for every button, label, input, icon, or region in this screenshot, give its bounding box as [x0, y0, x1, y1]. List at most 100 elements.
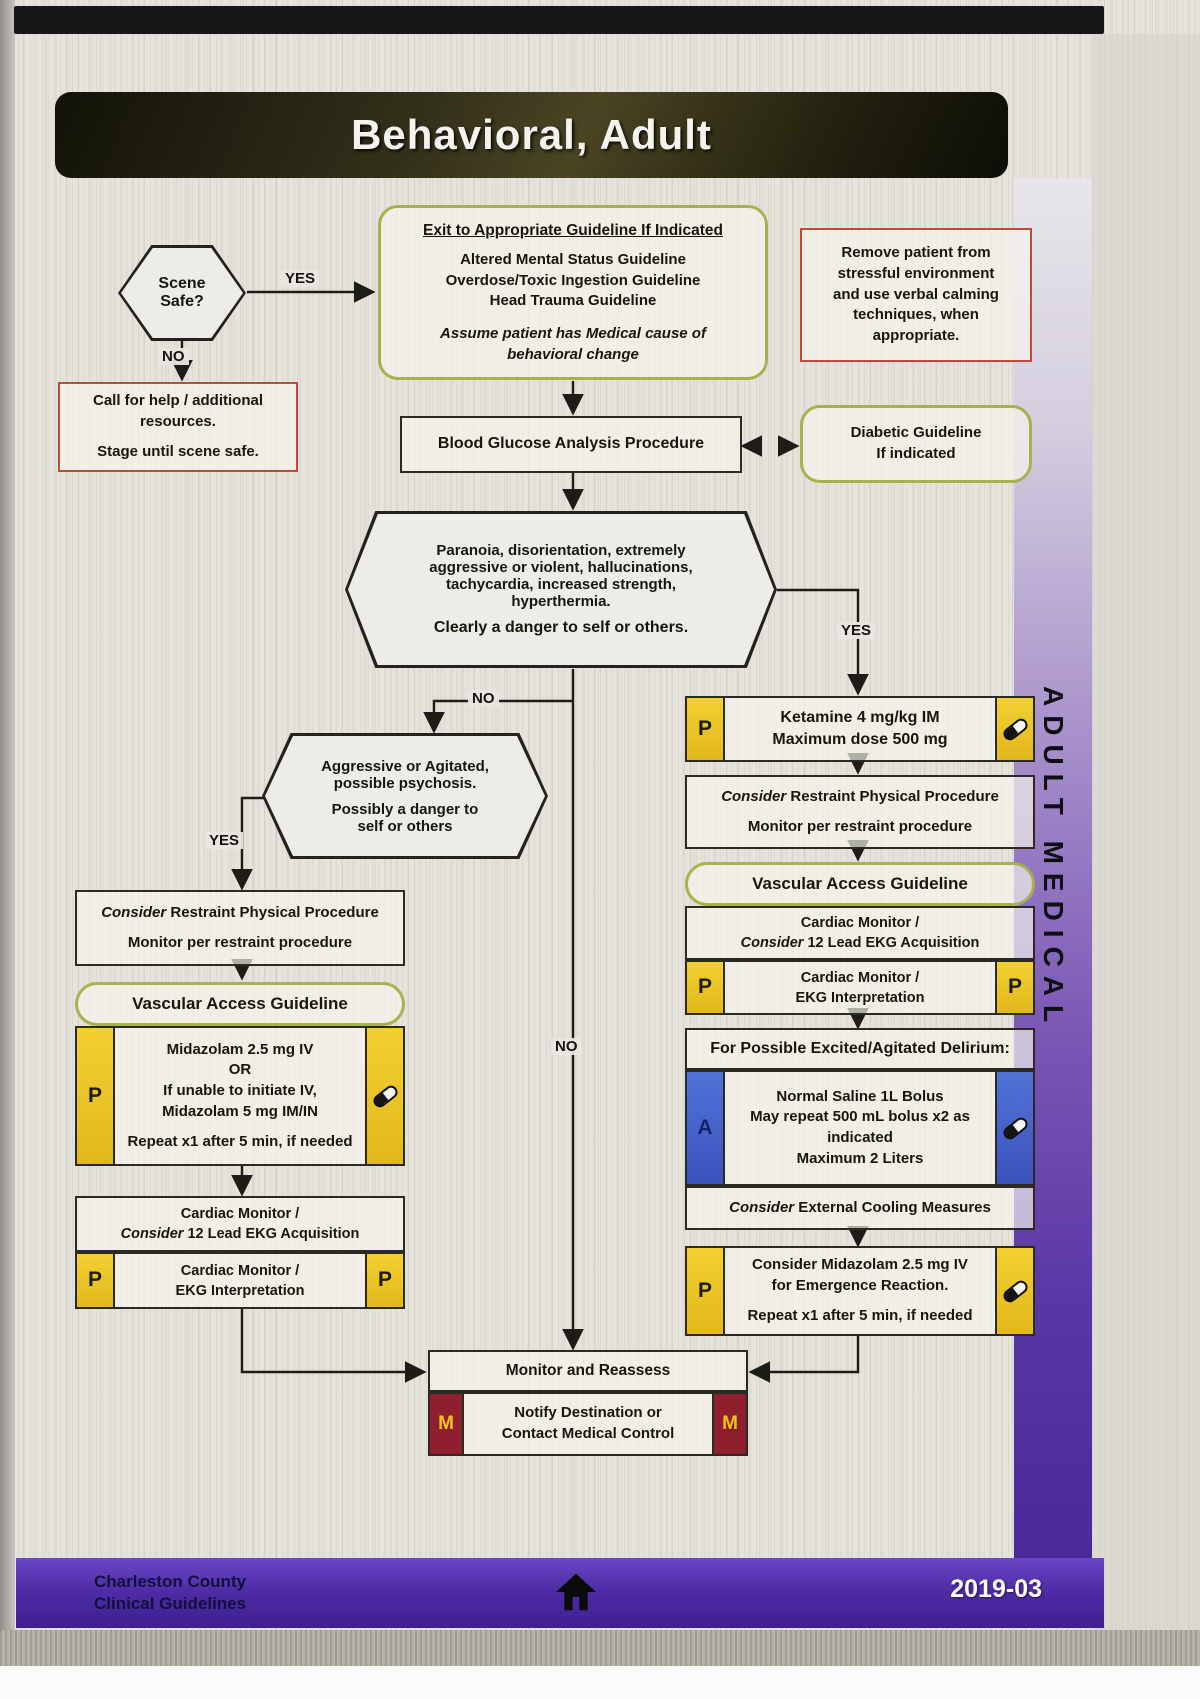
badge-letter-m: M	[722, 1412, 738, 1434]
diabetic-line: Diabetic Guideline	[850, 424, 982, 442]
midazolam-line: OR	[228, 1061, 252, 1079]
call-line: resources.	[140, 413, 216, 431]
diabetic-line: If indicated	[876, 445, 956, 462]
scene-line: Scene	[158, 275, 206, 292]
blood-glucose-label: Blood Glucose Analysis Procedure	[437, 435, 705, 453]
box-normal-saline: A Normal Saline 1L Bolus May repeat 500 …	[685, 1070, 1035, 1186]
scan-white-band	[0, 1666, 1200, 1699]
remove-line: stressful environment	[837, 264, 995, 282]
edge-label-danger-no: NO	[468, 690, 499, 707]
scan-left-edge	[0, 0, 15, 1665]
midazolam-line: Midazolam 5 mg IM/IN	[162, 1102, 318, 1120]
cardiac-line: Cardiac Monitor /	[180, 1206, 300, 1222]
badge-letter-a: A	[697, 1115, 713, 1139]
decision-danger: Paranoia, disorientation, extremely aggr…	[345, 511, 777, 668]
saline-line: Maximum 2 Liters	[796, 1149, 924, 1167]
pill-icon	[1000, 1277, 1030, 1305]
vascular-label: Vascular Access Guideline	[132, 994, 348, 1014]
notify-line: Notify Destination or	[514, 1404, 662, 1422]
section-sidebar-label: ADULT MEDICAL	[1038, 686, 1069, 1032]
badge-letter-p: P	[87, 1083, 102, 1107]
edge-label-agitated-no: NO	[551, 1038, 582, 1055]
remove-line: Remove patient from	[841, 244, 991, 262]
agitated-line: Aggressive or Agitated,	[321, 757, 489, 775]
cooling-line: Consider External Cooling Measures	[729, 1198, 991, 1219]
emergence-line: Repeat x1 after 5 min, if needed	[747, 1306, 973, 1324]
ekg-body: Cardiac Monitor / EKG Interpretation	[115, 1254, 365, 1307]
restraint-rest: Restraint Physical Procedure	[786, 787, 999, 805]
hexagon-body: Scene Safe?	[121, 248, 243, 338]
ekg-line: Cardiac Monitor /	[800, 969, 920, 986]
exit-line: Altered Mental Status Guideline	[460, 250, 686, 268]
restraint-consider: Consider	[721, 787, 787, 805]
notify-body: Notify Destination or Contact Medical Co…	[464, 1394, 712, 1454]
saline-line: indicated	[827, 1129, 893, 1146]
ketamine-line: Ketamine 4 mg/kg IM	[780, 708, 940, 726]
emergence-line: Consider Midazolam 2.5 mg IV	[752, 1256, 968, 1274]
exit-heading: Exit to Appropriate Guideline If Indicat…	[423, 221, 723, 239]
agitated-line: possible psychosis.	[333, 774, 477, 792]
box-restraint-left: Consider Restraint Physical Procedure Mo…	[75, 890, 405, 966]
call-line: Call for help / additional	[92, 392, 263, 410]
page-title-bar: Behavioral, Adult	[55, 92, 1008, 178]
restraint-line: Consider Restraint Physical Procedure	[101, 903, 379, 924]
page-title: Behavioral, Adult	[351, 111, 712, 158]
box-remove-patient: Remove patient from stressful environmen…	[800, 228, 1032, 362]
cooling-consider: Consider	[729, 1198, 795, 1216]
cardiac-rest: 12 Lead EKG Acquisition	[803, 935, 980, 951]
remove-line: appropriate.	[872, 327, 960, 345]
footer-org: Charleston County Clinical Guidelines	[94, 1571, 246, 1615]
cardiac-consider: Consider	[120, 1226, 184, 1242]
box-notify-destination: M Notify Destination or Contact Medical …	[428, 1392, 748, 1456]
decision-agitated: Aggressive or Agitated, possible psychos…	[262, 733, 548, 859]
danger-line: hyperthermia.	[511, 593, 611, 610]
restraint-line: Monitor per restraint procedure	[747, 817, 973, 835]
cooling-rest: External Cooling Measures	[794, 1198, 991, 1216]
call-line: Stage until scene safe.	[97, 442, 259, 460]
saline-line: Normal Saline 1L Bolus	[776, 1087, 944, 1105]
edge-label-danger-yes: YES	[837, 622, 876, 639]
danger-line: tachycardia, increased strength,	[445, 576, 677, 593]
cardiac-rest: 12 Lead EKG Acquisition	[183, 1226, 360, 1242]
scan-top-strip	[14, 6, 1104, 34]
pediatric-badge: P	[77, 1028, 115, 1164]
exit-line: Head Trauma Guideline	[489, 292, 657, 310]
pediatric-badge: P	[687, 1248, 725, 1334]
box-midazolam: P Midazolam 2.5 mg IV OR If unable to in…	[75, 1026, 405, 1166]
restraint-consider: Consider	[101, 903, 167, 921]
pediatric-badge: P	[365, 1254, 403, 1307]
box-restraint-right: Consider Restraint Physical Procedure Mo…	[685, 775, 1035, 849]
medication-bar	[365, 1028, 403, 1164]
badge-letter-p: P	[377, 1268, 392, 1292]
midazolam-line: If unable to initiate IV,	[163, 1082, 317, 1100]
footer-bar: Charleston County Clinical Guidelines 20…	[16, 1558, 1104, 1628]
badge-letter-m: M	[438, 1412, 454, 1434]
exit-note-line: Assume patient has Medical cause of	[440, 325, 706, 343]
ketamine-line: Maximum dose 500 mg	[772, 731, 948, 748]
danger-emphasis: Clearly a danger to self or others.	[433, 619, 689, 636]
box-ekg-right: P Cardiac Monitor / EKG Interpretation P	[685, 960, 1035, 1015]
box-diabetic-guideline: Diabetic Guideline If indicated	[800, 405, 1032, 483]
midazolam-line: Midazolam 2.5 mg IV	[166, 1040, 314, 1058]
box-vascular-right: Vascular Access Guideline	[685, 862, 1035, 906]
medication-bar	[995, 698, 1033, 760]
hexagon-body: Aggressive or Agitated, possible psychos…	[265, 736, 545, 856]
cardiac-line: Consider 12 Lead EKG Acquisition	[741, 933, 980, 953]
hexagon-body: Paranoia, disorientation, extremely aggr…	[348, 514, 774, 665]
box-exit-guideline: Exit to Appropriate Guideline If Indicat…	[378, 205, 768, 380]
badge-letter-p: P	[1007, 975, 1022, 999]
notify-line: Contact Medical Control	[501, 1425, 675, 1442]
agitated-line: self or others	[357, 817, 453, 835]
delirium-header-label: For Possible Excited/Agitated Delirium:	[710, 1039, 1010, 1057]
danger-line: aggressive or violent, hallucinations,	[429, 559, 693, 576]
edge-label-scene-no: NO	[158, 348, 189, 365]
ekg-line: EKG Interpretation	[175, 1282, 305, 1299]
cardiac-line: Cardiac Monitor /	[800, 915, 920, 931]
monitor-label: Monitor and Reassess	[505, 1362, 671, 1380]
ekg-line: Cardiac Monitor /	[180, 1262, 300, 1279]
badge-letter-p: P	[697, 716, 712, 740]
saline-line: May repeat 500 mL bolus x2 as	[750, 1108, 970, 1126]
edge-label-agitated-yes: YES	[205, 832, 244, 849]
emergence-body: Consider Midazolam 2.5 mg IV for Emergen…	[725, 1248, 995, 1334]
remove-line: techniques, when	[853, 306, 979, 324]
